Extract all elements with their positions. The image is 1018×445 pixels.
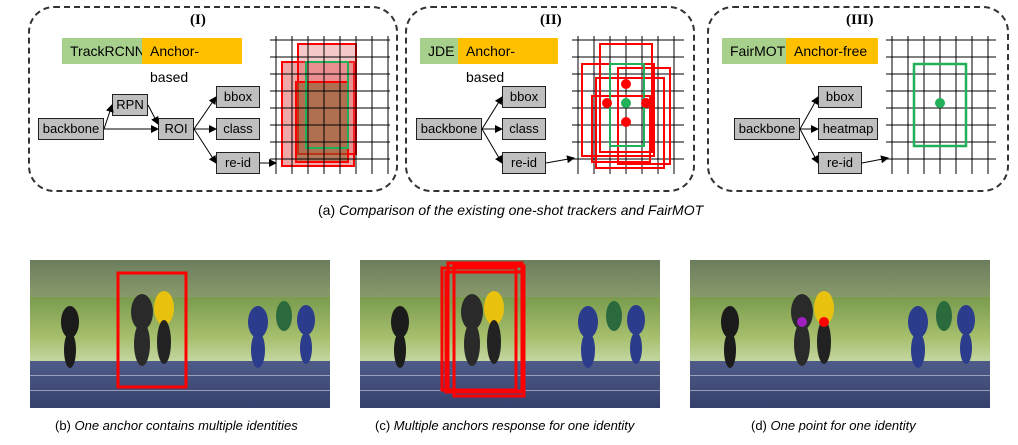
feature-grid-3: [886, 36, 996, 174]
node-heatmap: heatmap: [818, 118, 878, 140]
runners-c: [391, 261, 645, 398]
runners-d: [721, 291, 975, 368]
center-point-right: [819, 317, 829, 327]
node-class: class: [216, 118, 260, 140]
node-backbone: backbone: [38, 118, 104, 140]
photo-c: [360, 260, 660, 408]
caption-d-text: One point for one identity: [770, 418, 916, 433]
feature-grid-1: [270, 36, 390, 174]
panel-1-label: (I): [190, 12, 206, 28]
caption-b-prefix: (b): [55, 418, 75, 433]
caption-a-text: Comparison of the existing one-shot trac…: [339, 202, 704, 218]
node-reid: re-id: [818, 152, 862, 174]
photo-d: [690, 260, 990, 408]
panel-fairmot: [707, 6, 1009, 192]
tag-anchor-based-1: Anchor-based: [142, 38, 242, 85]
caption-d: (d) One point for one identity: [751, 418, 916, 433]
caption-b-text: One anchor contains multiple identities: [74, 418, 298, 433]
center-point-left: [797, 317, 807, 327]
node-bbox: bbox: [216, 86, 260, 108]
caption-a-prefix: (a): [318, 202, 339, 218]
node-bbox: bbox: [502, 86, 546, 108]
tag-anchor-free: Anchor-free: [786, 38, 878, 64]
connectors-panel-2: [481, 96, 575, 164]
caption-c: (c) Multiple anchors response for one id…: [375, 418, 634, 433]
node-reid: re-id: [216, 152, 260, 174]
caption-c-text: Multiple anchors response for one identi…: [393, 418, 635, 433]
photo-b: [30, 260, 330, 408]
caption-d-prefix: (d): [751, 418, 771, 433]
caption-b: (b) One anchor contains multiple identit…: [55, 418, 298, 433]
runners-b: [61, 271, 315, 389]
tag-anchor-based-2: Anchor-based: [458, 38, 558, 85]
panel-jde: [405, 6, 695, 192]
connectors-panel-3: [799, 96, 889, 164]
panel-trackrcnn: [28, 6, 398, 192]
caption-c-prefix: (c): [375, 418, 394, 433]
tag-fairmot: FairMOT: [722, 38, 786, 64]
anchor-box: [116, 271, 188, 389]
panel-2-label: (II): [540, 12, 562, 28]
feature-grid-2: [572, 36, 684, 174]
node-reid: re-id: [502, 152, 546, 174]
node-backbone: backbone: [416, 118, 482, 140]
panel-3-label: (III): [846, 12, 874, 28]
connectors-panel-1: [103, 96, 277, 167]
tag-jde: JDE: [420, 38, 458, 64]
anchor-boxes: [440, 261, 526, 398]
caption-a: (a) Comparison of the existing one-shot …: [318, 202, 703, 218]
tag-trackrcnn: TrackRCNN: [62, 38, 145, 64]
node-bbox: bbox: [818, 86, 862, 108]
node-backbone: backbone: [734, 118, 800, 140]
